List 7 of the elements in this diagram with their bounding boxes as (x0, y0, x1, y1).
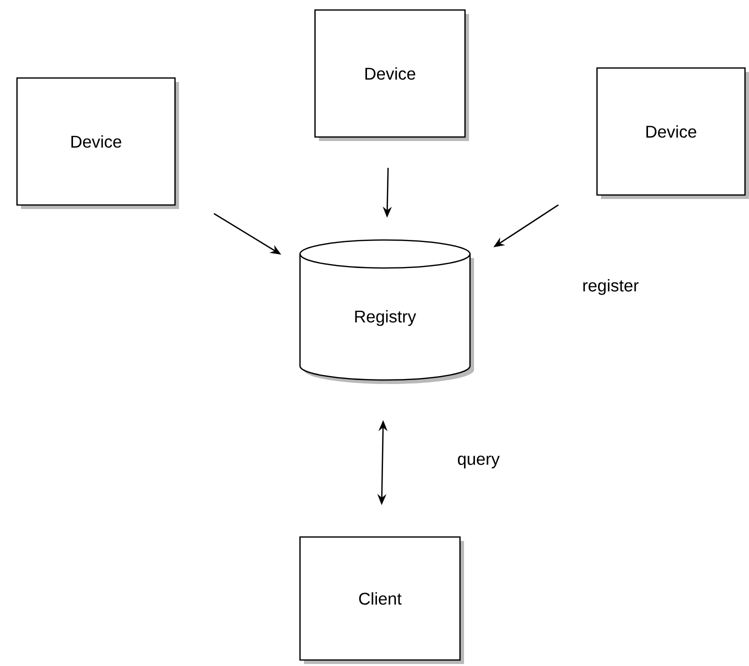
device-box: Device (16, 77, 179, 209)
edge-label: register (580, 277, 641, 297)
device-box: Device (314, 9, 469, 141)
client-box: Client (299, 536, 464, 664)
device-box: Device (596, 67, 749, 199)
database-cylinder: Registry (299, 239, 474, 384)
edge-label: query (455, 454, 502, 470)
